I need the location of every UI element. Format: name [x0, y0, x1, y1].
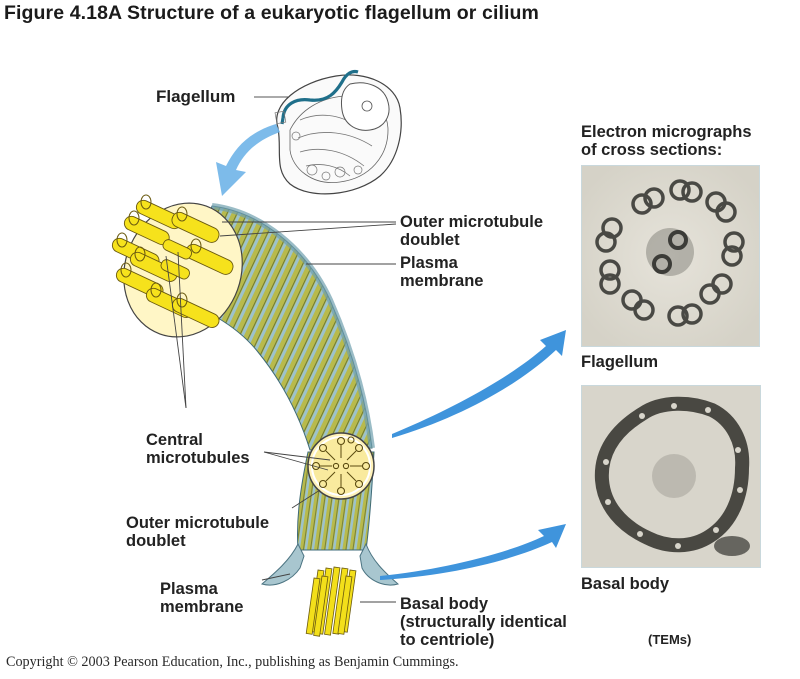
leader-lines [165, 221, 397, 603]
label-line: to centriole) [400, 631, 495, 649]
flagellum-caption: Flagellum [581, 353, 659, 371]
label-line: membrane [400, 272, 484, 290]
zoom-arrow-icon [216, 124, 280, 196]
basal-body-tem-image [582, 386, 760, 567]
label-outer-doublet-top: Outer microtubule doublet [400, 213, 543, 249]
label-line: doublet [400, 231, 460, 249]
cross-section-bottom [297, 432, 375, 551]
label-plasma-membrane-top: Plasma membrane [400, 254, 483, 290]
label-line: membrane [160, 598, 244, 616]
label-line: Outer microtubule [126, 514, 270, 532]
label-line: (structurally identical [400, 613, 567, 631]
heading-line: Electron micrographs [581, 123, 752, 141]
label-line: Outer microtubule [400, 213, 544, 231]
micrographs-heading: Electron micrographs of cross sections: [581, 123, 752, 159]
label-line: microtubules [146, 449, 250, 467]
tem-note: (TEMs) [648, 632, 692, 647]
flagellum-tem-image [582, 166, 759, 346]
label-basal-body: Basal body (structurally identical to ce… [400, 595, 567, 649]
basal-body-illustration [260, 542, 400, 637]
label-line: doublet [126, 532, 186, 550]
cross-section-top [111, 194, 243, 338]
label-line: Plasma [160, 580, 218, 598]
figure-title: Figure 4.18A Structure of a eukaryotic f… [4, 2, 539, 24]
arrow-to-basal-body-micrograph-icon [380, 524, 566, 580]
heading-line: of cross sections: [581, 141, 723, 159]
basal-body-caption: Basal body [581, 575, 670, 593]
label-cell-flagellum: Flagellum [156, 87, 236, 106]
label-central-microtubules: Central microtubules [146, 431, 250, 467]
label-outer-doublet-bottom: Outer microtubule doublet [126, 514, 269, 550]
arrow-to-flagellum-micrograph-icon [392, 330, 566, 438]
flagellum-micrograph [581, 165, 760, 347]
copyright-notice: Copyright © 2003 Pearson Education, Inc.… [6, 654, 459, 670]
label-line: Central [146, 431, 203, 449]
cell-illustration [254, 69, 402, 195]
label-plasma-membrane-bottom: Plasma membrane [160, 580, 243, 616]
basal-body-micrograph [581, 385, 761, 568]
label-line: Plasma [400, 254, 458, 272]
label-line: Basal body [400, 595, 489, 613]
